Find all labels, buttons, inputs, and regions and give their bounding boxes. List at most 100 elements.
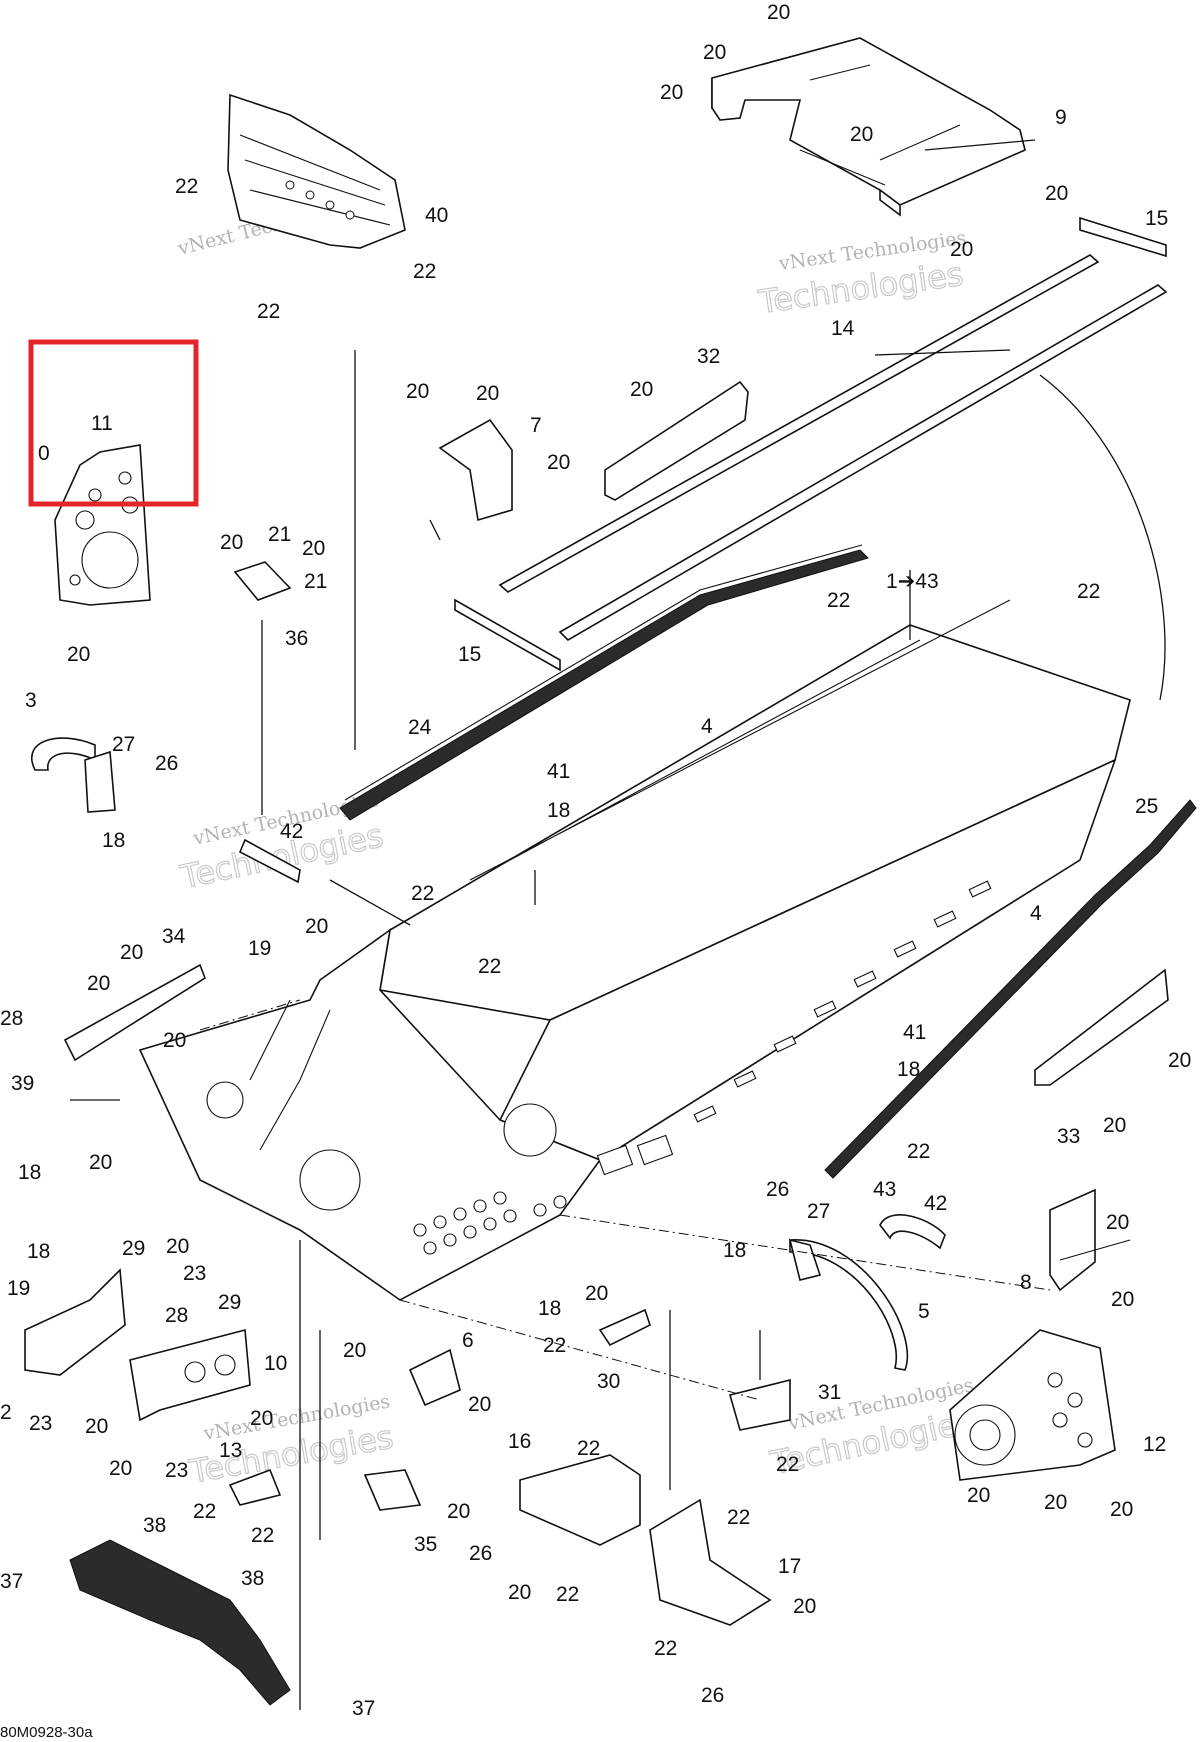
callout: 22 [251, 1524, 274, 1547]
callout: 31 [818, 1381, 841, 1404]
part-9-bracket [711, 37, 1026, 217]
callout: 42 [924, 1192, 947, 1215]
callout: 40 [425, 204, 448, 227]
callout: 9 [1055, 106, 1067, 129]
callout: 28 [0, 1007, 23, 1030]
callout: 26 [766, 1178, 789, 1201]
callout: 25 [1135, 795, 1158, 818]
callout-highlighted: 11 [91, 412, 113, 435]
part-30-bracket [598, 1308, 651, 1347]
callout: 22 [543, 1334, 566, 1357]
callout: 20 [630, 378, 653, 401]
part-25-runner [824, 799, 1197, 1179]
callout: 21 [304, 570, 327, 593]
slot-row [693, 880, 992, 1123]
callout: 7 [530, 414, 542, 437]
callout: 18 [27, 1240, 50, 1263]
callout: 34 [162, 925, 186, 948]
callout: 1➔43 [886, 570, 939, 593]
callout: 20 [1044, 1491, 1067, 1514]
callout: 22 [413, 260, 436, 283]
part-40-guard [227, 93, 406, 249]
callout: 20 [163, 1029, 186, 1052]
callout: 20 [547, 451, 570, 474]
callout: 22 [556, 1583, 579, 1606]
callout: 27 [112, 733, 135, 756]
part-42-handle [238, 838, 946, 1250]
callout: 23 [165, 1459, 188, 1482]
callout: 22 [577, 1437, 600, 1460]
callout: 20 [767, 1, 790, 24]
part-14-slide [498, 254, 1168, 642]
callout: 37 [0, 1570, 23, 1593]
callout: 38 [241, 1567, 264, 1590]
callout: 4 [701, 715, 713, 738]
callout: 20 [476, 382, 499, 405]
part-37-bumper [69, 1539, 291, 1706]
callout: 22 [478, 955, 501, 978]
callout: 37 [352, 1697, 375, 1720]
part-2-bracket [24, 1268, 126, 1376]
callout: 18 [897, 1058, 920, 1081]
callout: 15 [1145, 207, 1168, 230]
highlight-box [28, 339, 199, 507]
callout: 36 [285, 627, 308, 650]
callout: 20 [1106, 1211, 1129, 1234]
callout: 21 [268, 523, 291, 546]
callout: 20 [468, 1393, 491, 1416]
tunnel-frame [138, 599, 1131, 1301]
callout: 20 [220, 531, 243, 554]
part-16-bracket [519, 1454, 641, 1546]
callout: 15 [458, 643, 481, 666]
callout: 12 [1143, 1433, 1166, 1456]
part-33-bracket [1034, 968, 1169, 1086]
callout: 14 [831, 317, 855, 340]
callout: 20 [660, 81, 683, 104]
callout: 29 [218, 1291, 241, 1314]
callout: 0 [38, 442, 50, 465]
callout: 10 [264, 1352, 287, 1375]
callout: 20 [343, 1339, 366, 1362]
callout: 2 [0, 1401, 12, 1424]
callout: 33 [1057, 1125, 1080, 1148]
callout: 20 [793, 1595, 816, 1618]
callout-labels: 20 20 20 9 20 20 15 20 22 40 22 22 14 32… [0, 1, 1191, 1720]
part-10-bracket [129, 1328, 251, 1422]
part-17-bracket [649, 1498, 772, 1626]
callout: 29 [122, 1237, 145, 1260]
callout: 41 [903, 1021, 926, 1044]
part-7-bracket [438, 418, 513, 522]
callout: 20 [305, 915, 328, 938]
callout: 22 [776, 1453, 799, 1476]
callout: 41 [547, 760, 570, 783]
part-6-bracket [408, 1348, 461, 1407]
callout: 22 [411, 882, 434, 905]
callout: 18 [723, 1239, 746, 1262]
callout: 20 [967, 1484, 990, 1507]
callout: 22 [193, 1500, 216, 1523]
callout: 22 [727, 1506, 750, 1529]
callout: 20 [89, 1151, 112, 1174]
callout: 19 [7, 1277, 30, 1300]
callout: 26 [155, 752, 178, 775]
part-34-bracket [63, 963, 206, 1062]
callout: 20 [302, 537, 325, 560]
callout: 20 [67, 643, 90, 666]
callout: 20 [508, 1581, 531, 1604]
part-31-bracket [729, 1378, 791, 1431]
callout: 18 [547, 799, 570, 822]
callout: 39 [11, 1072, 34, 1095]
part-8-bracket [1049, 1188, 1131, 1292]
callout: 35 [414, 1533, 437, 1556]
callout: 22 [175, 175, 198, 198]
part-24-runner [339, 544, 869, 821]
callout: 22 [1077, 580, 1100, 603]
callout: 17 [778, 1555, 801, 1578]
callout: 20 [447, 1500, 470, 1523]
callout: 20 [950, 238, 973, 261]
callout: 22 [257, 300, 280, 323]
callout: 13 [219, 1439, 242, 1462]
callout: 20 [585, 1282, 608, 1305]
callout: 23 [183, 1262, 206, 1285]
